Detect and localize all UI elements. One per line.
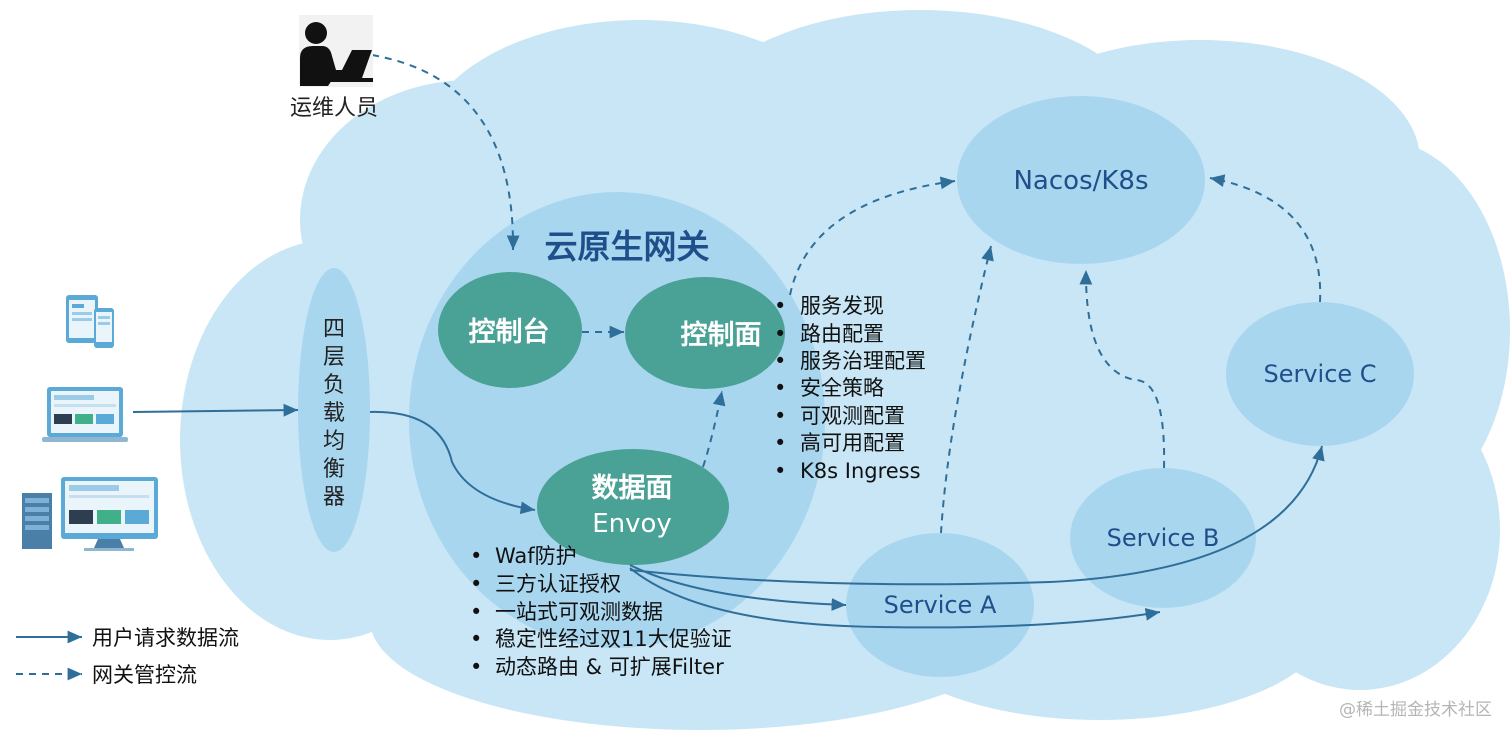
lb-char: 四 bbox=[323, 317, 345, 342]
lb-to-envoy-line bbox=[369, 410, 536, 515]
bullet-dot: • bbox=[774, 322, 786, 346]
legend-control-flow-label: 网关管控流 bbox=[92, 663, 197, 687]
service-c-to-registry-line bbox=[1209, 174, 1322, 303]
bullet-dot: • bbox=[774, 459, 786, 483]
lb-char: 均 bbox=[323, 429, 345, 454]
lb-char: 层 bbox=[323, 345, 345, 370]
service-a-to-registry-line bbox=[940, 245, 994, 534]
bullet-dot: • bbox=[774, 376, 786, 400]
lb-char: 负 bbox=[323, 373, 345, 398]
console-node bbox=[438, 272, 582, 388]
laptop-icon bbox=[42, 387, 128, 442]
feature-item: 动态路由 & 可扩展Filter bbox=[495, 655, 724, 679]
bullet-dot: • bbox=[774, 404, 786, 428]
bullet-dot: • bbox=[470, 655, 482, 679]
service-a-label: Service A bbox=[884, 591, 997, 619]
lb-char: 衡 bbox=[323, 457, 345, 482]
bullet-dot: • bbox=[470, 572, 482, 596]
data-to-control-line bbox=[702, 390, 726, 468]
control-flow-lines bbox=[16, 54, 1322, 681]
operator-label: 运维人员 bbox=[290, 96, 378, 121]
control-plane-node bbox=[625, 277, 785, 389]
feature-item: 稳定性经过双11大促验证 bbox=[495, 627, 732, 651]
feature-item: 可观测配置 bbox=[800, 404, 905, 428]
bullet-dot: • bbox=[470, 600, 482, 624]
feature-item: 高可用配置 bbox=[800, 431, 905, 455]
feature-item: Waf防护 bbox=[495, 544, 577, 568]
service-a-bubble bbox=[846, 533, 1034, 677]
control-plane-feature-list: • 服务发现 • 路由配置 • 服务治理配置 • 安全策略 • 可观测配置 • … bbox=[774, 294, 926, 483]
control-to-registry-line bbox=[789, 176, 956, 296]
console-label: 控制台 bbox=[469, 316, 550, 348]
service-c-label: Service C bbox=[1263, 360, 1376, 388]
bullet-dot: • bbox=[774, 349, 786, 373]
request-flow-lines bbox=[16, 403, 1325, 644]
feature-item: 一站式可观测数据 bbox=[495, 600, 663, 624]
lb-char: 载 bbox=[323, 401, 345, 426]
mobile-devices-icon bbox=[66, 295, 114, 348]
feature-item: 三方认证授权 bbox=[495, 572, 621, 596]
operator-to-gateway-line bbox=[371, 54, 520, 251]
lb-char: 器 bbox=[323, 485, 345, 510]
envoy-to-service-b-line bbox=[629, 567, 1161, 629]
data-plane-label: 数据面 bbox=[592, 473, 673, 504]
registry-bubble bbox=[957, 96, 1205, 264]
watermark: @稀土掘金技术社区 bbox=[1339, 700, 1492, 720]
desktop-server-icon bbox=[22, 477, 158, 551]
load-balancer-label: 四 层 负 载 均 衡 器 bbox=[323, 317, 345, 510]
legend-request-flow-label: 用户请求数据流 bbox=[92, 626, 239, 650]
feature-item: K8s Ingress bbox=[800, 459, 921, 483]
feature-item: 路由配置 bbox=[800, 322, 884, 346]
control-plane-label: 控制面 bbox=[681, 320, 762, 351]
data-plane-node bbox=[537, 449, 729, 565]
feature-item: 服务发现 bbox=[800, 294, 884, 318]
bullet-dot: • bbox=[470, 544, 482, 568]
bullet-dot: • bbox=[774, 294, 786, 318]
bullet-dot: • bbox=[470, 627, 482, 651]
data-plane-sublabel: Envoy bbox=[592, 509, 672, 539]
feature-item: 服务治理配置 bbox=[800, 349, 926, 373]
operator-icon bbox=[299, 15, 373, 87]
data-plane-feature-list: • Waf防护 • 三方认证授权 • 一站式可观测数据 • 稳定性经过双11大促… bbox=[470, 544, 732, 679]
service-b-bubble bbox=[1070, 468, 1256, 608]
service-b-label: Service B bbox=[1107, 524, 1220, 552]
load-balancer-bubble bbox=[298, 268, 370, 552]
envoy-to-service-a-line bbox=[629, 564, 847, 611]
service-c-bubble bbox=[1226, 302, 1414, 446]
bullet-dot: • bbox=[774, 431, 786, 455]
gateway-title: 云原生网关 bbox=[545, 227, 710, 266]
envoy-to-service-c-line bbox=[629, 445, 1325, 586]
client-to-lb-line bbox=[132, 403, 299, 417]
feature-item: 安全策略 bbox=[800, 376, 884, 400]
registry-label: Nacos/K8s bbox=[1013, 166, 1148, 196]
